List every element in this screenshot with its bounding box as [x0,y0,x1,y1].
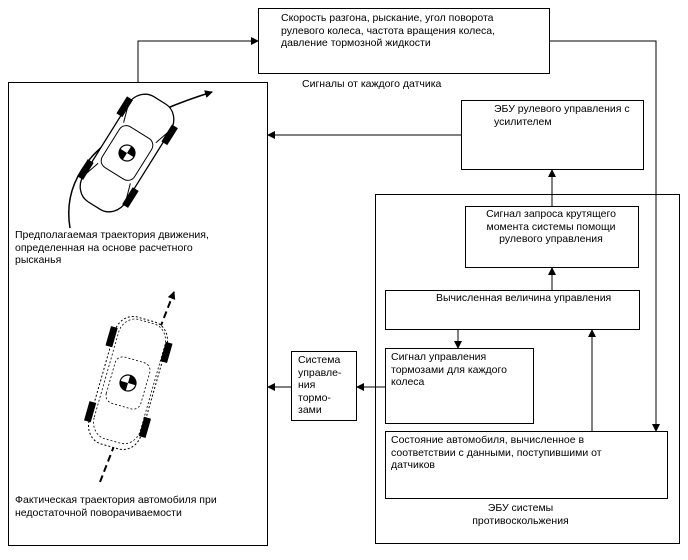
arrow-sensors-to-vehicle-state [550,40,660,432]
computed-value-text: Вычисленная величина управления [436,292,612,304]
torque-request-box [465,206,639,268]
eps-ecu-box [461,100,644,170]
predicted-trajectory-caption: Предполагаемая траектория движения, опре… [15,229,209,266]
brake-system-box [291,351,357,421]
anti-skid-ecu-caption: ЭБУ системы противоскольжения [472,502,569,527]
car-bottom [84,315,173,451]
vehicle-state-box [385,431,668,499]
brake-signal-box [385,348,534,424]
sensor-box [258,8,550,74]
brake-system-text: Система управле- ния тормо- зами [298,354,342,416]
computed-value-box [385,290,640,330]
torque-request-text: Сигнал запроса крутящего момента системы… [486,208,616,245]
arrow-panel-to-sensors [137,37,259,82]
sensor-caption: Сигналы от каждого датчика [302,78,442,90]
sensor-box-text: Скорость разгона, рыскание, угол поворот… [281,12,496,49]
brake-signal-text: Сигнал управления тормозами для каждого … [391,351,507,388]
actual-trajectory-caption: Фактическая траектория автомобиля при не… [15,494,217,519]
car-top [77,93,178,213]
eps-ecu-text: ЭБУ рулевого управления с усилителем [494,103,630,128]
predicted-trajectory-curve [68,90,213,229]
vehicle-state-text: Состояние автомобиля, вычисленное в соот… [391,434,602,471]
